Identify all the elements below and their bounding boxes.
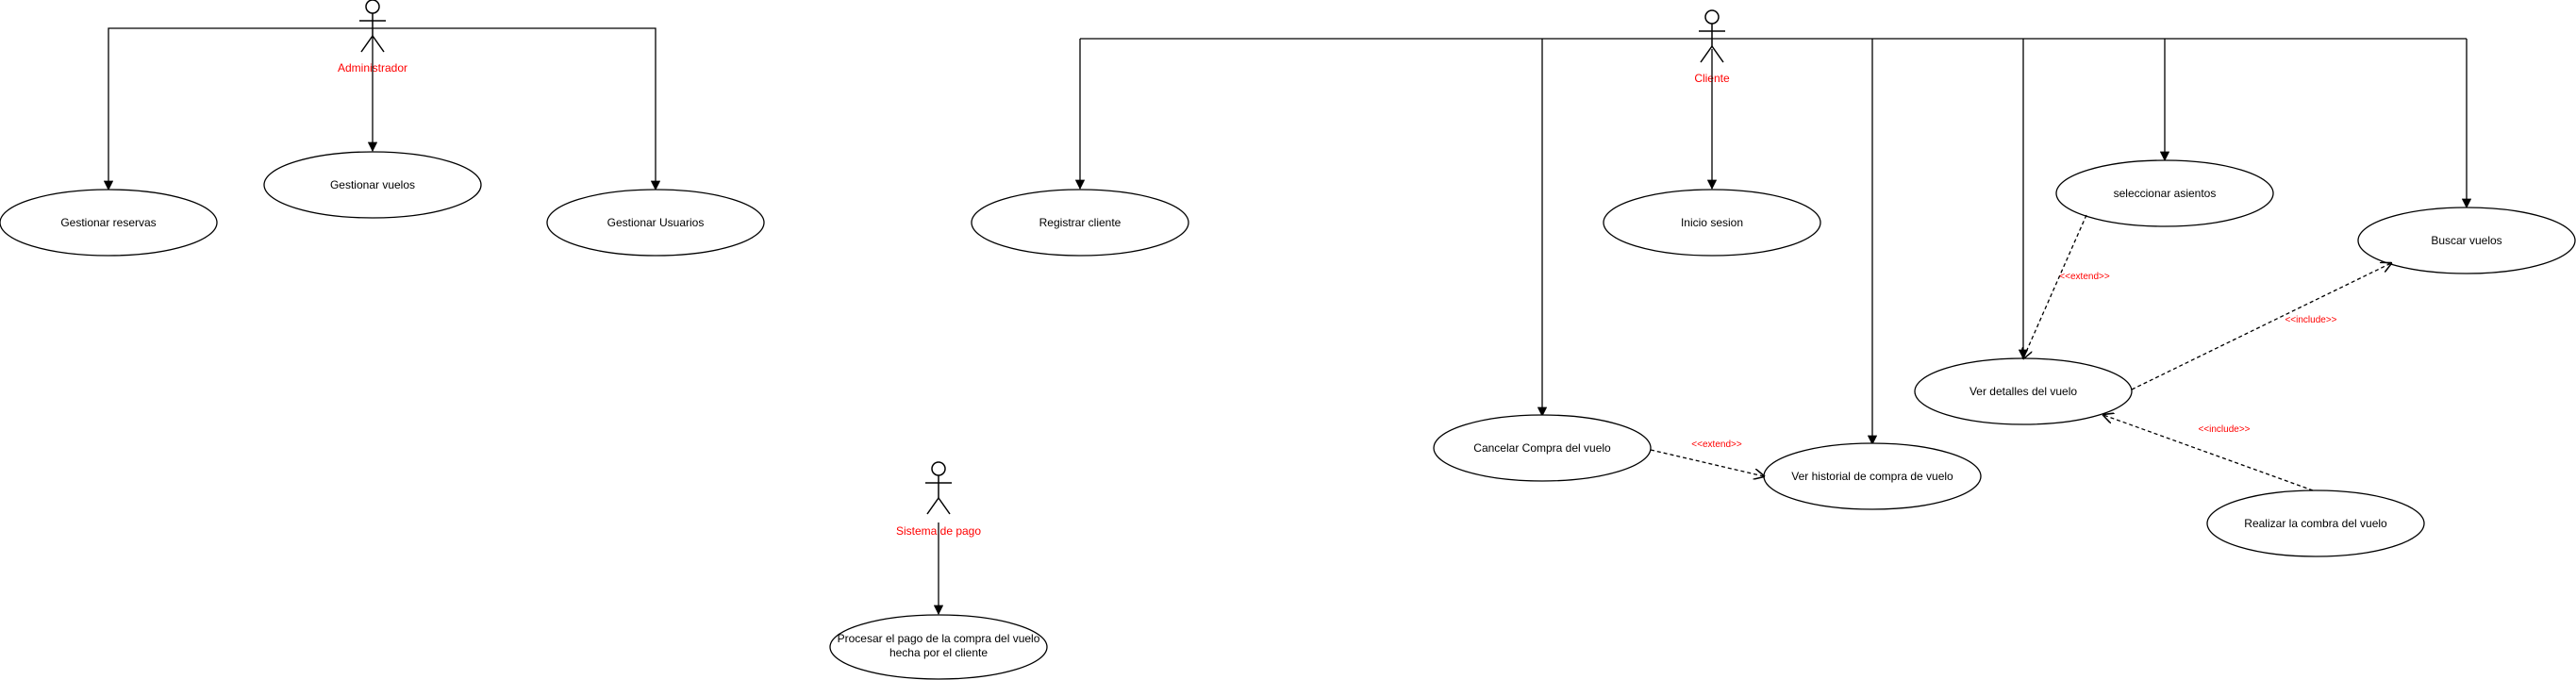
usecase-label-ver-historial: Ver historial de compra de vuelo — [1791, 470, 1953, 483]
usecase-label-realizar-compra: Realizar la combra del vuelo — [2244, 517, 2387, 530]
dependency-extend-asientos — [2023, 214, 2087, 358]
admin-associations — [103, 27, 661, 191]
usecase-procesar-pago[interactable]: Procesar el pago de la compra del vuelo … — [829, 614, 1048, 680]
usecase-label-gestionar-usuarios: Gestionar Usuarios — [607, 216, 705, 229]
usecase-gestionar-reservas[interactable]: Gestionar reservas — [0, 189, 218, 257]
usecase-registrar-cliente[interactable]: Registrar cliente — [971, 189, 1189, 257]
usecase-label-cancelar-compra: Cancelar Compra del vuelo — [1473, 441, 1611, 455]
dependency-extend-cancelar — [1650, 449, 1764, 476]
usecase-buscar-vuelos[interactable]: Buscar vuelos — [2357, 207, 2576, 274]
stereotype-include-realizar: <<include>> — [2198, 424, 2250, 435]
usecase-label-gestionar-reservas: Gestionar reservas — [60, 216, 156, 229]
cliente-associations — [1074, 38, 2472, 446]
usecase-label-seleccionar-asientos: seleccionar asientos — [2114, 187, 2217, 200]
usecase-label-registrar-cliente: Registrar cliente — [1039, 216, 1122, 229]
usecase-label-procesar-pago-line2: hecha por el cliente — [889, 646, 988, 659]
usecase-cancelar-compra[interactable]: Cancelar Compra del vuelo — [1433, 414, 1652, 482]
usecase-gestionar-usuarios[interactable]: Gestionar Usuarios — [546, 189, 765, 257]
usecase-gestionar-vuelos[interactable]: Gestionar vuelos — [263, 151, 482, 219]
stereotype-extend-asientos: <<extend>> — [2059, 272, 2110, 282]
usecase-seleccionar-asientos[interactable]: seleccionar asientos — [2055, 159, 2274, 227]
stereotype-include-buscar: <<include>> — [2285, 315, 2336, 325]
actor-administrador[interactable] — [359, 0, 386, 53]
dependency-include-buscar — [2131, 263, 2391, 390]
stereotype-extend-cancelar: <<extend>> — [1691, 440, 1742, 450]
usecase-label-gestionar-vuelos: Gestionar vuelos — [330, 178, 415, 191]
usecase-realizar-compra[interactable]: Realizar la combra del vuelo — [2206, 489, 2425, 557]
usecase-label-inicio-sesion: Inicio sesion — [1681, 216, 1743, 229]
usecase-label-buscar-vuelos: Buscar vuelos — [2431, 234, 2501, 247]
usecase-label-ver-detalles: Ver detalles del vuelo — [1969, 385, 2077, 398]
usecase-label-procesar-pago-line1: Procesar el pago de la compra del vuelo — [838, 632, 1040, 645]
usecase-ver-detalles[interactable]: Ver detalles del vuelo — [1914, 357, 2133, 425]
usecase-inicio-sesion[interactable]: Inicio sesion — [1603, 189, 1821, 257]
actor-cliente[interactable] — [1699, 9, 1725, 63]
dependency-include-realizar — [2103, 415, 2314, 491]
usecase-ver-historial[interactable]: Ver historial de compra de vuelo — [1763, 442, 1982, 510]
actor-sistema-pago[interactable] — [925, 461, 952, 515]
